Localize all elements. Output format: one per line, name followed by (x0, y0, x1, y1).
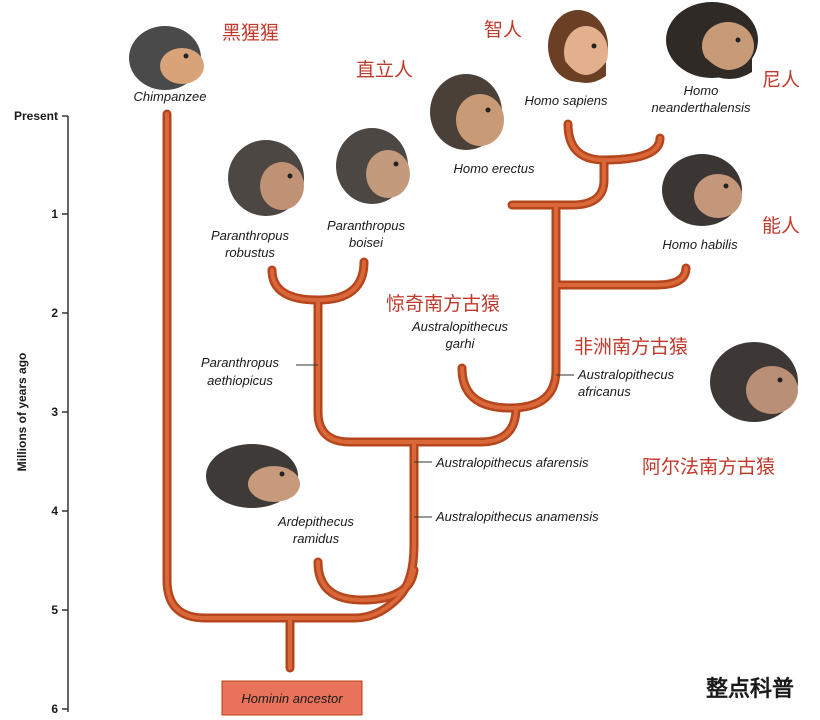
axis-tick-1: 1 (51, 207, 58, 221)
watermark: 整点科普 (706, 676, 794, 702)
paranthropus-boisei-head-icon (336, 128, 410, 204)
chinese-annotations: 黑猩猩 智人 直立人 尼人 能人 惊奇南方古猿 非洲南方古猿 阿尔法南方古猿 (222, 19, 800, 478)
label-homo-habilis: Homo habilis (662, 237, 738, 252)
label-homo-neanderthalensis-2: neanderthalensis (651, 100, 751, 115)
label-paranthropus-boisei-2: boisei (349, 235, 384, 250)
species-labels: Chimpanzee Homo sapiens Homo neanderthal… (134, 83, 752, 546)
label-australopithecus-africanus-1: Australopithecus (577, 367, 675, 382)
label-ardipithecus-1: Ardepithecus (277, 514, 354, 529)
label-ardipithecus-2: ramidus (293, 531, 340, 546)
label-homo-erectus: Homo erectus (454, 161, 535, 176)
axis-tick-2: 2 (51, 306, 58, 320)
label-australopithecus-anamensis: Australopithecus anamensis (435, 509, 599, 524)
time-axis: Present 1 2 3 4 5 6 Millions of years ag… (14, 109, 69, 716)
neanderthal-head-icon (666, 2, 758, 79)
cn-label-homo-habilis: 能人 (762, 215, 800, 237)
homo-erectus-head-icon (430, 74, 504, 150)
australopithecus-africanus-head-icon (710, 342, 798, 422)
cn-label-neanderthal: 尼人 (762, 69, 800, 91)
label-paranthropus-robustus-2: robustus (225, 245, 275, 260)
paranthropus-robustus-head-icon (228, 140, 304, 216)
leader-lines (296, 364, 574, 518)
label-australopithecus-africanus-2: africanus (578, 384, 631, 399)
cn-label-chimpanzee: 黑猩猩 (222, 22, 279, 44)
cn-label-homo-sapiens: 智人 (484, 19, 522, 41)
axis-title: Millions of years ago (15, 353, 29, 472)
axis-tick-present: Present (14, 109, 58, 123)
label-hominin-ancestor: Hominin ancestor (241, 691, 343, 706)
axis-tick-6: 6 (51, 702, 58, 716)
hominin-ancestor-box: Hominin ancestor (221, 680, 363, 716)
label-australopithecus-afarensis: Australopithecus afarensis (435, 455, 589, 470)
cn-label-africanus: 非洲南方古猿 (574, 336, 688, 358)
label-paranthropus-aethiopicus-2: aethiopicus (207, 373, 273, 388)
homo-sapiens-head-icon (548, 10, 608, 83)
cn-label-garhi: 惊奇南方古猿 (386, 293, 500, 315)
label-homo-neanderthalensis-1: Homo (684, 83, 719, 98)
ardipithecus-head-icon (206, 444, 300, 508)
label-australopithecus-garhi-1: Australopithecus (411, 319, 509, 334)
phylogeny-branches (162, 109, 691, 673)
label-paranthropus-boisei-1: Paranthropus (327, 218, 406, 233)
axis-tick-4: 4 (51, 504, 58, 518)
label-paranthropus-aethiopicus-1: Paranthropus (201, 355, 280, 370)
label-australopithecus-garhi-2: garhi (446, 336, 476, 351)
homo-habilis-head-icon (662, 154, 742, 226)
axis-tick-3: 3 (51, 405, 58, 419)
label-paranthropus-robustus-1: Paranthropus (211, 228, 290, 243)
chimpanzee-head-icon (129, 26, 204, 90)
label-chimpanzee: Chimpanzee (134, 89, 207, 104)
cn-label-homo-erectus: 直立人 (356, 59, 413, 81)
cn-label-afarensis: 阿尔法南方古猿 (642, 456, 775, 478)
axis-tick-5: 5 (51, 603, 58, 617)
label-homo-sapiens: Homo sapiens (524, 93, 608, 108)
